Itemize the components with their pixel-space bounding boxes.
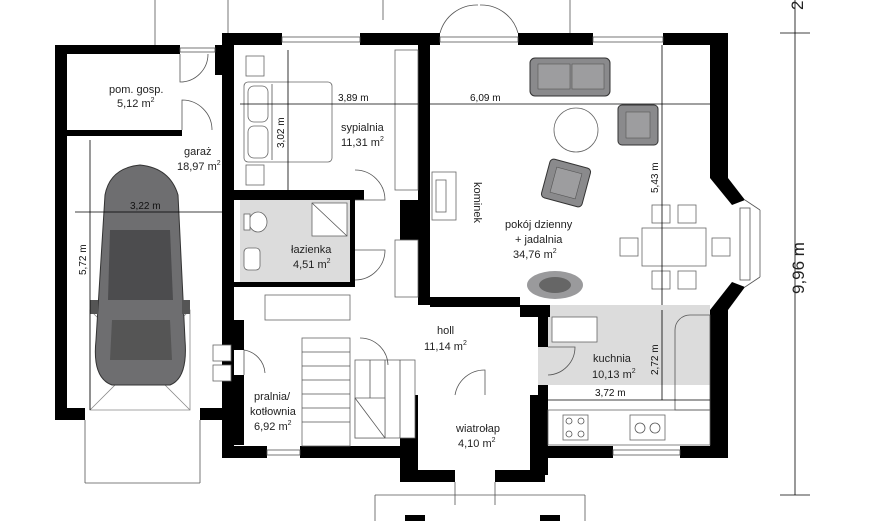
coffee-table [553, 107, 599, 153]
lazienka-label: łazienka [291, 244, 332, 256]
windows [179, 36, 761, 456]
pokoj-label-2: + jadalnia [515, 234, 563, 246]
doors [179, 53, 576, 505]
garaz-label: garaż [184, 146, 212, 158]
sypialnia-area: 11,31 m2 [341, 136, 384, 149]
nightstand [245, 164, 265, 186]
dim-572: 5,72 m [78, 244, 89, 275]
dim-389: 3,89 m [338, 93, 369, 104]
armchair-icon [617, 104, 659, 146]
dimension-lines [75, 0, 810, 496]
pralnia-area: 6,92 m2 [254, 420, 292, 433]
kuchnia-label: kuchnia [593, 353, 632, 365]
top-right-dim-fragment: 2 [788, 1, 807, 10]
pokoj-area: 34,76 m2 [513, 248, 557, 261]
kuchnia-area: 10,13 m2 [592, 368, 636, 381]
total-height-dim: 9,96 m [789, 242, 808, 294]
dim-302: 3,02 m [276, 117, 287, 148]
holl-area: 11,14 m2 [424, 340, 467, 353]
plant-icon [527, 271, 583, 299]
kitchen-counters [547, 314, 711, 446]
wardrobe [394, 49, 419, 191]
nightstand [245, 55, 265, 77]
pralnia-label: pralnia/ [254, 391, 291, 403]
exterior-lines [84, 0, 586, 521]
dim-609: 6,09 m [470, 93, 501, 104]
sypialnia-label: sypialnia [341, 122, 385, 134]
boiler [212, 364, 232, 382]
pom-gosp-area: 5,12 m2 [117, 97, 155, 110]
dim-543: 5,43 m [650, 162, 661, 193]
walls [55, 33, 745, 482]
dim-272: 2,72 m [650, 344, 661, 375]
bathroom-fixtures [243, 202, 348, 271]
boiler [212, 344, 232, 362]
car-icon [89, 164, 191, 411]
closet [264, 294, 351, 321]
dim-322: 3,22 m [130, 201, 161, 212]
wiatrolap-label: wiatrołap [455, 423, 500, 435]
pom-gosp-label: pom. gosp. [109, 84, 163, 96]
sofa-icon [529, 57, 611, 97]
pralnia-label-2: kotłownia [250, 406, 297, 418]
holl-label: holl [437, 325, 454, 337]
stairs [301, 337, 416, 447]
dim-372: 3,72 m [595, 388, 626, 399]
garaz-area: 18,97 m2 [177, 160, 221, 173]
closet [394, 239, 419, 298]
wiatrolap-area: 4,10 m2 [458, 437, 496, 450]
pokoj-label: pokój dzienny [505, 219, 573, 231]
kominek-label: kominek [471, 182, 483, 223]
dining-table [619, 204, 731, 290]
fireplace-icon [431, 171, 457, 221]
lazienka-area: 4,51 m2 [293, 258, 331, 271]
armchair-icon [540, 158, 592, 208]
